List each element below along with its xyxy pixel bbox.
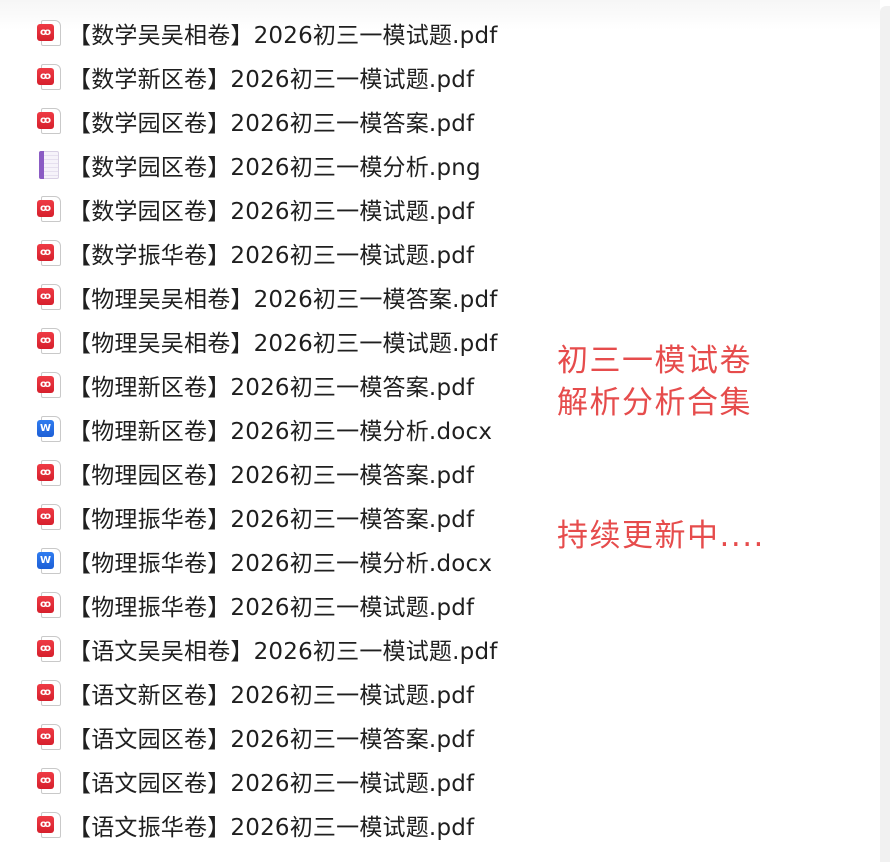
pdf-file-icon: ꝏ <box>36 19 62 47</box>
file-name: 【语文吴吴相卷】2026初三一模试题.pdf <box>68 639 498 665</box>
file-name: 【物理新区卷】2026初三一模答案.pdf <box>68 375 475 401</box>
promo-title-line1: 初三一模试卷 <box>557 343 752 379</box>
file-item[interactable]: ꝏ 【物理园区卷】2026初三一模答案.pdf <box>36 451 498 495</box>
pdf-badge: ꝏ <box>37 464 54 481</box>
pdf-file-icon: ꝏ <box>36 107 62 135</box>
file-item[interactable]: ꝏ 【数学新区卷】2026初三一模试题.pdf <box>36 55 498 99</box>
file-item[interactable]: ꝏ 【语文园区卷】2026初三一模试题.pdf <box>36 759 498 803</box>
pdf-badge: ꝏ <box>37 200 54 217</box>
scrollbar-track[interactable] <box>880 6 890 862</box>
file-item[interactable]: ꝏ 【物理吴吴相卷】2026初三一模试题.pdf <box>36 319 498 363</box>
pdf-file-icon: ꝏ <box>36 811 62 839</box>
file-item[interactable]: ꝏ 【语文园区卷】2026初三一模答案.pdf <box>36 715 498 759</box>
pdf-badge: ꝏ <box>37 728 54 745</box>
file-item[interactable]: ꝏ 【数学振华卷】2026初三一模试题.pdf <box>36 231 498 275</box>
promo-title-line2: 解析分析合集 <box>557 385 752 421</box>
word-file-icon: W <box>36 415 62 443</box>
word-file-icon: W <box>36 547 62 575</box>
file-name: 【语文振华卷】2026初三一模试题.pdf <box>68 815 475 841</box>
pdf-badge: ꝏ <box>37 816 54 833</box>
pdf-badge: ꝏ <box>37 508 54 525</box>
docx-badge: W <box>37 552 54 569</box>
file-name: 【物理振华卷】2026初三一模分析.docx <box>68 551 493 577</box>
file-item[interactable]: ꝏ 【数学吴吴相卷】2026初三一模试题.pdf <box>36 11 498 55</box>
pdf-badge: ꝏ <box>37 112 54 129</box>
file-item[interactable]: ꝏ 【物理新区卷】2026初三一模答案.pdf <box>36 363 498 407</box>
pdf-badge: ꝏ <box>37 68 54 85</box>
pdf-file-icon: ꝏ <box>36 371 62 399</box>
file-item[interactable]: ꝏ 【物理振华卷】2026初三一模答案.pdf <box>36 495 498 539</box>
file-item[interactable]: ꝏ 【物理吴吴相卷】2026初三一模答案.pdf <box>36 275 498 319</box>
file-item[interactable]: ꝏ 【语文新区卷】2026初三一模试题.pdf <box>36 671 498 715</box>
file-name: 【物理园区卷】2026初三一模答案.pdf <box>68 463 475 489</box>
pdf-file-icon: ꝏ <box>36 195 62 223</box>
file-item[interactable]: W 【物理新区卷】2026初三一模分析.docx <box>36 407 498 451</box>
pdf-file-icon: ꝏ <box>36 723 62 751</box>
image-file-icon <box>36 151 62 179</box>
file-name: 【物理吴吴相卷】2026初三一模试题.pdf <box>68 331 498 357</box>
file-name: 【语文新区卷】2026初三一模试题.pdf <box>68 683 475 709</box>
file-name: 【物理振华卷】2026初三一模试题.pdf <box>68 595 475 621</box>
pdf-badge: ꝏ <box>37 640 54 657</box>
file-list: ꝏ 【数学吴吴相卷】2026初三一模试题.pdf ꝏ 【数学新区卷】2026初三一模试… <box>36 11 498 847</box>
docx-badge: W <box>37 420 54 437</box>
file-name: 【物理吴吴相卷】2026初三一模答案.pdf <box>68 287 498 313</box>
pdf-file-icon: ꝏ <box>36 63 62 91</box>
file-item[interactable]: 【数学园区卷】2026初三一模分析.png <box>36 143 498 187</box>
pdf-badge: ꝏ <box>37 288 54 305</box>
pdf-badge: ꝏ <box>37 596 54 613</box>
file-name: 【数学园区卷】2026初三一模答案.pdf <box>68 111 475 137</box>
pdf-file-icon: ꝏ <box>36 327 62 355</box>
top-fade <box>0 0 880 30</box>
file-name: 【数学园区卷】2026初三一模分析.png <box>68 155 481 181</box>
pdf-file-icon: ꝏ <box>36 283 62 311</box>
pdf-file-icon: ꝏ <box>36 767 62 795</box>
image-stripe <box>39 151 44 179</box>
file-item[interactable]: ꝏ 【数学园区卷】2026初三一模试题.pdf <box>36 187 498 231</box>
file-name: 【语文园区卷】2026初三一模试题.pdf <box>68 771 475 797</box>
file-name: 【数学新区卷】2026初三一模试题.pdf <box>68 67 475 93</box>
file-item[interactable]: ꝏ 【物理振华卷】2026初三一模试题.pdf <box>36 583 498 627</box>
pdf-file-icon: ꝏ <box>36 503 62 531</box>
file-item[interactable]: ꝏ 【语文振华卷】2026初三一模试题.pdf <box>36 803 498 847</box>
pdf-file-icon: ꝏ <box>36 459 62 487</box>
pdf-badge: ꝏ <box>37 684 54 701</box>
file-name: 【数学振华卷】2026初三一模试题.pdf <box>68 243 475 269</box>
file-item[interactable]: ꝏ 【语文吴吴相卷】2026初三一模试题.pdf <box>36 627 498 671</box>
promo-status-text: 持续更新中.... <box>557 518 765 554</box>
pdf-badge: ꝏ <box>37 24 54 41</box>
file-item[interactable]: ꝏ 【数学园区卷】2026初三一模答案.pdf <box>36 99 498 143</box>
pdf-badge: ꝏ <box>37 376 54 393</box>
file-item[interactable]: W 【物理振华卷】2026初三一模分析.docx <box>36 539 498 583</box>
file-name: 【语文园区卷】2026初三一模答案.pdf <box>68 727 475 753</box>
pdf-badge: ꝏ <box>37 244 54 261</box>
file-name: 【物理振华卷】2026初三一模答案.pdf <box>68 507 475 533</box>
file-name: 【物理新区卷】2026初三一模分析.docx <box>68 419 493 445</box>
file-name: 【数学吴吴相卷】2026初三一模试题.pdf <box>68 23 498 49</box>
pdf-file-icon: ꝏ <box>36 239 62 267</box>
pdf-badge: ꝏ <box>37 332 54 349</box>
pdf-file-icon: ꝏ <box>36 679 62 707</box>
pdf-badge: ꝏ <box>37 772 54 789</box>
pdf-file-icon: ꝏ <box>36 635 62 663</box>
pdf-file-icon: ꝏ <box>36 591 62 619</box>
file-name: 【数学园区卷】2026初三一模试题.pdf <box>68 199 475 225</box>
